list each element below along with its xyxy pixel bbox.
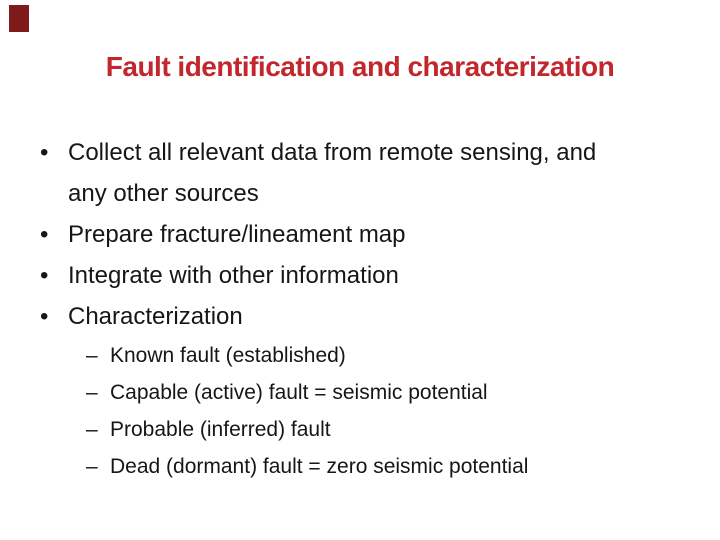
bullet-list: • Collect all relevant data from remote … <box>40 132 690 337</box>
bullet-text: Collect all relevant data from remote se… <box>68 139 597 207</box>
sub-bullet-list: – Known fault (established) – Capable (a… <box>86 337 690 485</box>
bullet-text: Characterization <box>68 303 243 330</box>
bullet-text: Integrate with other information <box>68 262 399 289</box>
sub-bullet-text: Probable (inferred) fault <box>110 418 331 441</box>
sub-bullet-item: – Probable (inferred) fault <box>86 411 690 448</box>
dash-icon: – <box>86 381 98 404</box>
dash-icon: – <box>86 418 98 441</box>
bullet-icon: • <box>40 221 49 248</box>
sub-bullet-item: – Capable (active) fault = seismic poten… <box>86 374 690 411</box>
sub-bullet-text: Capable (active) fault = seismic potenti… <box>110 381 488 404</box>
dash-icon: – <box>86 344 98 367</box>
bullet-item: • Collect all relevant data from remote … <box>40 132 690 214</box>
sub-bullet-item: – Dead (dormant) fault = zero seismic po… <box>86 448 690 485</box>
dash-icon: – <box>86 455 98 478</box>
bullet-item: • Integrate with other information <box>40 255 690 296</box>
bullet-item: • Prepare fracture/lineament map <box>40 214 690 255</box>
bullet-icon: • <box>40 303 49 330</box>
bullet-text: Prepare fracture/lineament map <box>68 221 406 248</box>
sub-bullet-text: Dead (dormant) fault = zero seismic pote… <box>110 455 529 478</box>
bullet-icon: • <box>40 262 49 289</box>
sub-bullet-item: – Known fault (established) <box>86 337 690 374</box>
accent-rectangle <box>9 5 29 32</box>
slide-body: • Collect all relevant data from remote … <box>40 132 690 485</box>
slide-title: Fault identification and characterizatio… <box>105 51 615 82</box>
sub-bullet-text: Known fault (established) <box>110 344 346 367</box>
bullet-item: • Characterization <box>40 296 690 337</box>
bullet-icon: • <box>40 139 49 166</box>
